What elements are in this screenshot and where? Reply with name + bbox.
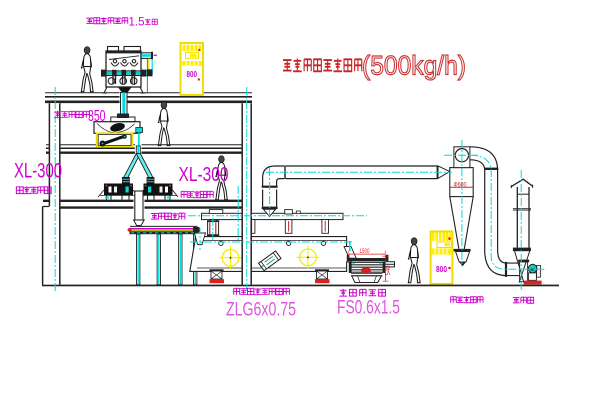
svg-text:ZLG6x0.75: ZLG6x0.75 — [226, 299, 296, 321]
svg-text:1.5: 1.5 — [129, 17, 145, 29]
svg-text:1500: 1500 — [360, 249, 370, 255]
svg-text:800: 800 — [187, 70, 198, 79]
svg-text:800: 800 — [436, 264, 447, 274]
svg-text:350: 350 — [88, 108, 106, 125]
svg-text:540: 540 — [386, 265, 392, 276]
svg-text:Φ600: Φ600 — [454, 182, 467, 189]
svg-text:XL-300: XL-300 — [179, 164, 229, 186]
svg-text:(500kg/h): (500kg/h) — [362, 51, 466, 81]
svg-text:FS0.6x1.5: FS0.6x1.5 — [337, 297, 400, 319]
svg-text:XL-300: XL-300 — [14, 160, 62, 183]
